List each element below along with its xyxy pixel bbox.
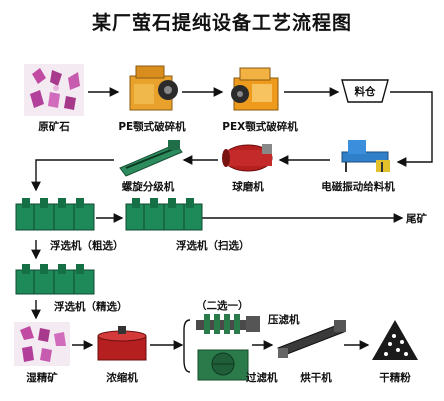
spiral-classifier-label: 螺旋分级机 [121,181,175,193]
dry-concentrate-label: 干精粉 [379,372,411,384]
vibrating-feeder-label: 电磁振动给料机 [321,181,395,193]
thickener-label: 浓缩机 [106,372,138,384]
raw-ore-label: 原矿石 [38,121,70,133]
flotation-clean-image [14,262,96,298]
filter-press-image [194,312,266,338]
thickener-image [94,326,150,364]
raw-ore-image [24,64,84,116]
wet-concentrate-label: 湿精矿 [26,372,58,384]
page-title: 某厂萤石提纯设备工艺流程图 [91,12,352,34]
arrow-classifier-to-rough [31,159,114,192]
ball-mill-image [220,140,276,176]
flotation-clean-label: 浮选机（精选） [54,301,128,313]
filter-press-label: 压滤机 [268,314,300,326]
pex-crusher-label: PEX颚式破碎机 [222,121,298,133]
wet-concentrate-image [14,322,70,366]
pe-crusher-image [124,62,180,116]
dryer-label: 烘干机 [300,372,332,384]
silo-label: 料仓 [354,86,376,98]
dryer-image [274,318,348,360]
spiral-classifier-image [116,138,186,178]
pe-crusher-label: PE颚式破碎机 [118,121,186,133]
tailings-label: 尾矿 [406,213,427,225]
flotation-rough-label: 浮选机（粗选） [50,240,124,252]
dry-concentrate-image [370,318,420,362]
silo-box [340,78,390,104]
vibrating-feeder-image [338,134,396,174]
choice-bracket [183,319,191,373]
pex-crusher-image [228,62,284,116]
choice-note: （二选一） [196,300,249,312]
flotation-rough-image [14,196,96,234]
ball-mill-label: 球磨机 [232,181,264,193]
flotation-scavenge-label: 浮选机（扫选） [176,240,250,252]
arrow-silo-to-feeder [390,91,433,167]
filter-image [194,344,252,382]
filter-label: 过滤机 [246,372,278,384]
flotation-scavenge-image [124,196,204,234]
